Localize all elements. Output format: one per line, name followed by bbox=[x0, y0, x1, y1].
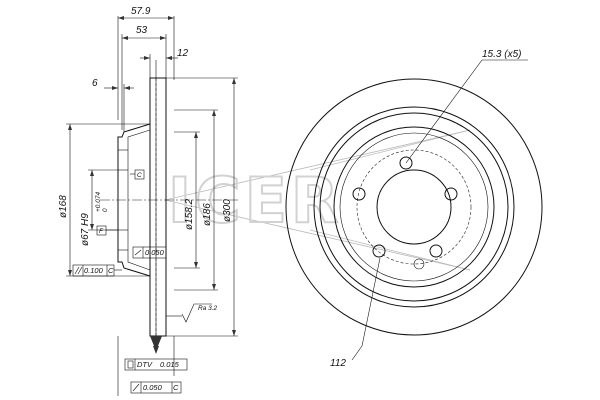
parallelism-tolerance-box bbox=[72, 264, 115, 277]
bolt-hole bbox=[372, 244, 386, 258]
runout-ref: C bbox=[173, 383, 179, 392]
flatness-value: 0.050 bbox=[145, 248, 165, 257]
disc-outer-circle bbox=[285, 78, 543, 336]
dim-dia-inner-friction: ø158.2 bbox=[184, 198, 195, 230]
datum-f: F bbox=[99, 228, 104, 235]
pcd-leader bbox=[361, 257, 381, 347]
center-bore-circle bbox=[376, 169, 452, 245]
disc-hat-section bbox=[117, 123, 151, 277]
bolt-hole bbox=[429, 244, 443, 258]
roughness-symbol bbox=[181, 303, 212, 323]
section-view: 57.9 53 12 6 ø168 ø67 H9 +0.0740 bbox=[58, 6, 240, 396]
front-view: 15.3 (x5) 112 bbox=[285, 49, 543, 369]
parallelism-ref: C bbox=[108, 266, 114, 275]
disc-ring-section bbox=[149, 77, 167, 337]
bolt-hole bbox=[352, 187, 366, 201]
runout-tolerance-box bbox=[130, 381, 182, 394]
parallelism-value: 0.100 bbox=[84, 266, 104, 275]
pcd-circle bbox=[356, 149, 472, 265]
dim-width-hub: 53 bbox=[136, 25, 148, 36]
watermark: ICER bbox=[164, 129, 471, 271]
dtv-value: 0.015 bbox=[160, 360, 180, 369]
roughness-value: Ra 3.2 bbox=[198, 305, 218, 312]
dim-dia-friction: ø186 bbox=[202, 203, 213, 226]
dim-dia-outer: ø300 bbox=[222, 199, 233, 222]
bolt-hole bbox=[444, 187, 458, 201]
dim-dia-center-tolerance: +0.0740 bbox=[95, 192, 109, 212]
flatness-tolerance-box bbox=[132, 246, 167, 259]
dim-width-total: 57.9 bbox=[131, 6, 151, 17]
dim-flange: 6 bbox=[92, 78, 98, 89]
locating-hole bbox=[413, 258, 425, 270]
datum-c: C bbox=[137, 172, 142, 179]
dtv-label: DTV bbox=[137, 360, 153, 369]
bolt-hole bbox=[399, 156, 413, 170]
datum-f-box bbox=[96, 225, 107, 236]
dim-hole-size: 15.3 (x5) bbox=[482, 49, 521, 60]
dim-disc-thickness: 12 bbox=[177, 48, 189, 59]
dtv-tolerance-box bbox=[124, 358, 188, 371]
disc-hat-circle bbox=[333, 126, 495, 288]
hole-leader bbox=[405, 59, 483, 164]
disc-friction-circle bbox=[313, 106, 515, 308]
datum-c-box bbox=[134, 169, 145, 180]
runout-value: 0.050 bbox=[143, 383, 163, 392]
dim-dia-center: ø67 H9 bbox=[80, 213, 91, 246]
dim-pcd: 112 bbox=[330, 358, 346, 369]
dim-dia-hat: ø168 bbox=[58, 195, 69, 218]
